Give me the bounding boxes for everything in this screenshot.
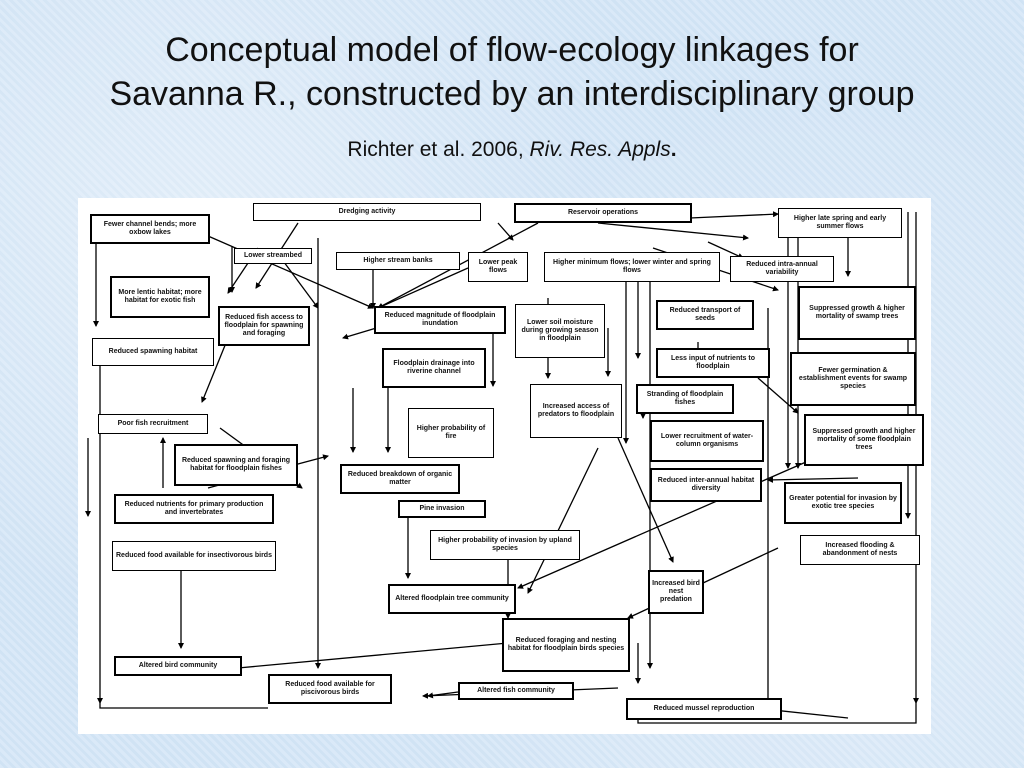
arrow (689, 211, 779, 219)
box-reduced-inter-annual: Reduced inter-annual habitat diversity (650, 468, 762, 502)
box-increased-nest: Increased bird nest predation (648, 570, 704, 614)
box-fewer-channel-bends: Fewer channel bends; more oxbow lakes (90, 214, 210, 244)
box-altered-fish: Altered fish community (458, 682, 574, 700)
box-higher-prob-invasion: Higher probability of invasion by upland… (430, 530, 580, 560)
box-increased-flooding: Increased flooding & abandonment of nest… (800, 535, 920, 565)
box-higher-late-spring: Higher late spring and early summer flow… (778, 208, 902, 238)
connector-line (99, 703, 268, 709)
box-reduced-magnitude: Reduced magnitude of floodplain inundati… (374, 306, 506, 334)
box-greater-potential: Greater potential for invasion by exotic… (784, 482, 902, 524)
box-reservoir-operations: Reservoir operations (514, 203, 692, 223)
title-line-2: Savanna R., constructed by an interdisci… (109, 75, 915, 113)
box-reduced-breakdown: Reduced breakdown of organic matter (340, 464, 460, 494)
box-reduced-nutrients: Reduced nutrients for primary production… (114, 494, 274, 524)
citation: Richter et al. 2006, Riv. Res. Appls. (0, 138, 1024, 162)
box-increased-predator: Increased access of predators to floodpl… (530, 384, 622, 438)
box-altered-floodplain: Altered floodplain tree community (388, 584, 516, 614)
box-reduced-reproduction: Reduced mussel reproduction (626, 698, 782, 720)
arrow (767, 476, 859, 483)
box-reduced-food-piscivorous: Reduced food available for piscivorous b… (268, 674, 392, 704)
box-fewer-germination: Fewer germination & establishment events… (790, 352, 916, 406)
box-reduced-spawning-foraging: Reduced spawning and foraging habitat fo… (174, 444, 298, 486)
box-reduced-food-insect: Reduced food available for insectivorous… (112, 541, 276, 571)
arrow (707, 241, 744, 259)
slide-title: Conceptual model of flow-ecology linkage… (0, 28, 1024, 116)
connector-line (637, 703, 917, 724)
arrow (207, 235, 374, 309)
box-reduced-transport: Reduced transport of seeds (656, 300, 754, 330)
box-suppressed-growth-2: Suppressed growth and higher mortality o… (804, 414, 924, 466)
box-stranding-fishes: Stranding of floodplain fishes (636, 384, 734, 414)
box-suppressed-growth-1: Suppressed growth & higher mortality of … (798, 286, 916, 340)
box-lower-recruitment-zoo: Lower recruitment of water-column organi… (650, 420, 764, 462)
box-pine-invasion: Pine invasion (398, 500, 486, 518)
box-reduced-foraging-nesting: Reduced foraging and nesting habitat for… (502, 618, 630, 672)
box-altered-bird: Altered bird community (114, 656, 242, 676)
arrow (497, 222, 514, 241)
arrow (377, 267, 469, 309)
box-higher-fire: Higher probability of fire (408, 408, 494, 458)
box-poor-fish-recruitment: Poor fish recruitment (98, 414, 208, 434)
box-dredging: Dredging activity (253, 203, 481, 221)
box-higher-stream-banks: Higher stream banks (336, 252, 460, 270)
box-less-input-nutrients: Less input of nutrients to floodplain (656, 348, 770, 378)
arrow (757, 377, 799, 414)
arrow (527, 447, 599, 594)
arrow (201, 337, 229, 403)
box-reduced-spawning-habitat: Reduced spawning habitat (92, 338, 214, 366)
citation-journal: Riv. Res. Appls (529, 138, 671, 161)
box-lower-soil-moisture: Lower soil moisture during growing seaso… (515, 304, 605, 358)
box-lower-streambed: Lower streambed (234, 248, 312, 264)
citation-authors: Richter et al. 2006, (347, 138, 530, 161)
box-reduced-intra-annual: Reduced intra-annual variability (730, 256, 834, 282)
box-reduced-fish-access: Reduced fish access to floodplain for sp… (218, 306, 310, 346)
arrow (237, 640, 509, 669)
arrow (427, 691, 459, 699)
title-line-1: Conceptual model of flow-ecology linkage… (165, 31, 859, 69)
arrow (517, 447, 839, 589)
box-higher-minimum: Higher minimum flows; lower winter and s… (544, 252, 720, 282)
arrow (617, 437, 674, 563)
arrow (597, 222, 749, 241)
box-lower-peak-flows: Lower peak flows (468, 252, 528, 282)
box-floodplain-drainage: Floodplain drainage into riverine channe… (382, 348, 486, 388)
citation-end: . (670, 138, 677, 161)
flow-ecology-diagram: Fewer channel bends; more oxbow lakes Dr… (78, 198, 931, 734)
box-more-lentic: More lentic habitat; more habitat for ex… (110, 276, 210, 318)
